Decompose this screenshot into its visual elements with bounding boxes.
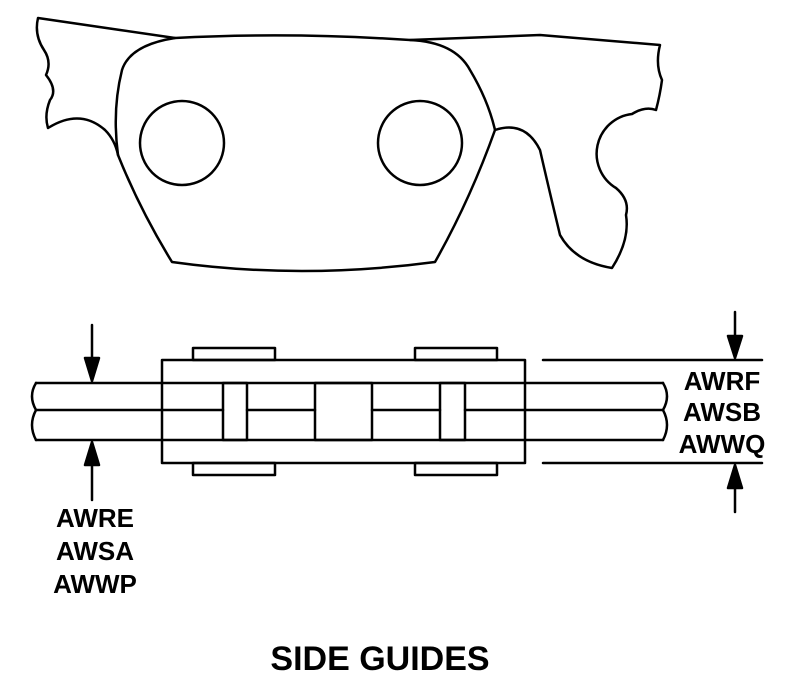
chain-top-view [35,16,664,273]
arrowhead-left-top [83,356,101,383]
rivet-left [221,381,249,442]
rivet-hole-right [376,99,464,187]
side-plate [160,358,527,465]
top-tab-right [413,346,499,362]
rivet-hole-left [138,99,226,187]
rivet-right [438,381,467,442]
left-cutter-tooth [35,16,177,157]
right-label: AWRF [684,366,761,396]
right-label: AWWQ [679,429,766,459]
left-label: AWRE [56,503,134,533]
arrowhead-left-bottom [83,440,101,467]
center-link-plate [114,34,497,273]
chain-break-left [30,381,38,442]
diagram-title: SIDE GUIDES [270,640,489,678]
inner-plate-edges [160,381,527,442]
left-label: AWSA [56,536,134,566]
bottom-tab-right [413,461,499,477]
chain-side-view [30,346,669,477]
arrowhead-right-bottom [726,463,744,490]
right-cutter-tooth [408,33,664,270]
top-tab-left [191,346,277,362]
center-block [313,381,374,442]
chain-break-right [661,381,669,442]
left-label: AWWP [53,569,137,599]
bottom-tab-left [191,461,277,477]
arrowhead-right-top [726,334,744,360]
right-label: AWSB [683,397,761,427]
dimension-markers [83,310,764,514]
